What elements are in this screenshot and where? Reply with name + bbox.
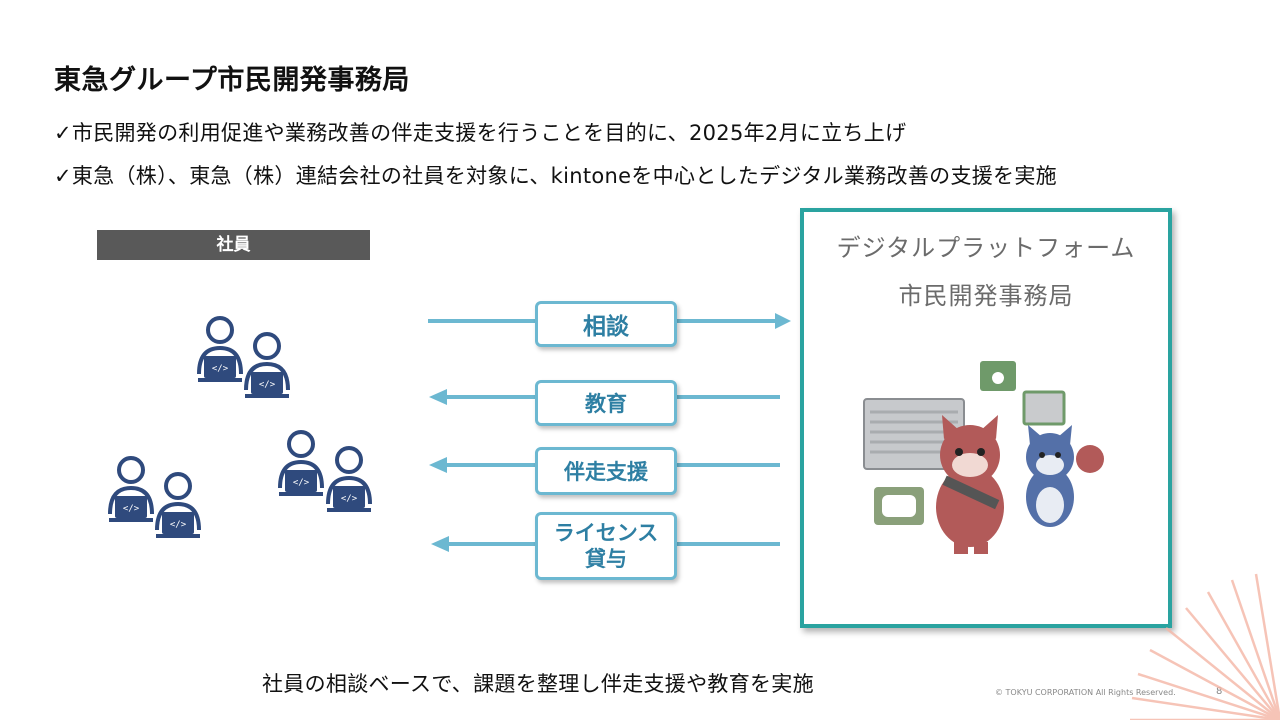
bullet-purpose: ✓市民開発の利用促進や業務改善の伴走支援を行うことを目的に、2025年2月に立ち…	[54, 121, 907, 145]
employees-group-icon: </>	[107, 316, 373, 540]
copyright: © TOKYU CORPORATION All Rights Reserved.	[995, 688, 1176, 697]
page-title: 東急グループ市民開発事務局	[54, 65, 410, 96]
platform-box: デジタルプラットフォーム 市民開発事務局	[800, 208, 1172, 628]
cat-mascot-illustration	[863, 361, 1104, 554]
person-laptop-icon	[277, 430, 325, 498]
platform-title: デジタルプラットフォーム	[836, 234, 1136, 262]
license-label: ライセンス 貸与	[535, 512, 677, 580]
decorative-fan-icon	[1130, 573, 1280, 720]
consult-label: 相談	[535, 301, 677, 347]
person-laptop-icon	[154, 472, 202, 540]
summary-text: 社員の相談ベースで、課題を整理し伴走支援や教育を実施	[262, 672, 814, 696]
platform-subtitle: 市民開発事務局	[898, 282, 1074, 310]
education-label: 教育	[535, 380, 677, 426]
support-label: 伴走支援	[535, 447, 677, 495]
bullet-scope: ✓東急（株）、東急（株）連結会社の社員を対象に、kintoneを中心としたデジタ…	[54, 164, 1057, 188]
person-laptop-icon	[196, 316, 244, 384]
person-laptop-icon	[243, 332, 291, 400]
employees-label: 社員	[97, 230, 370, 260]
person-laptop-icon	[325, 446, 373, 514]
person-laptop-icon	[107, 456, 155, 524]
page-number: 8	[1216, 686, 1223, 697]
